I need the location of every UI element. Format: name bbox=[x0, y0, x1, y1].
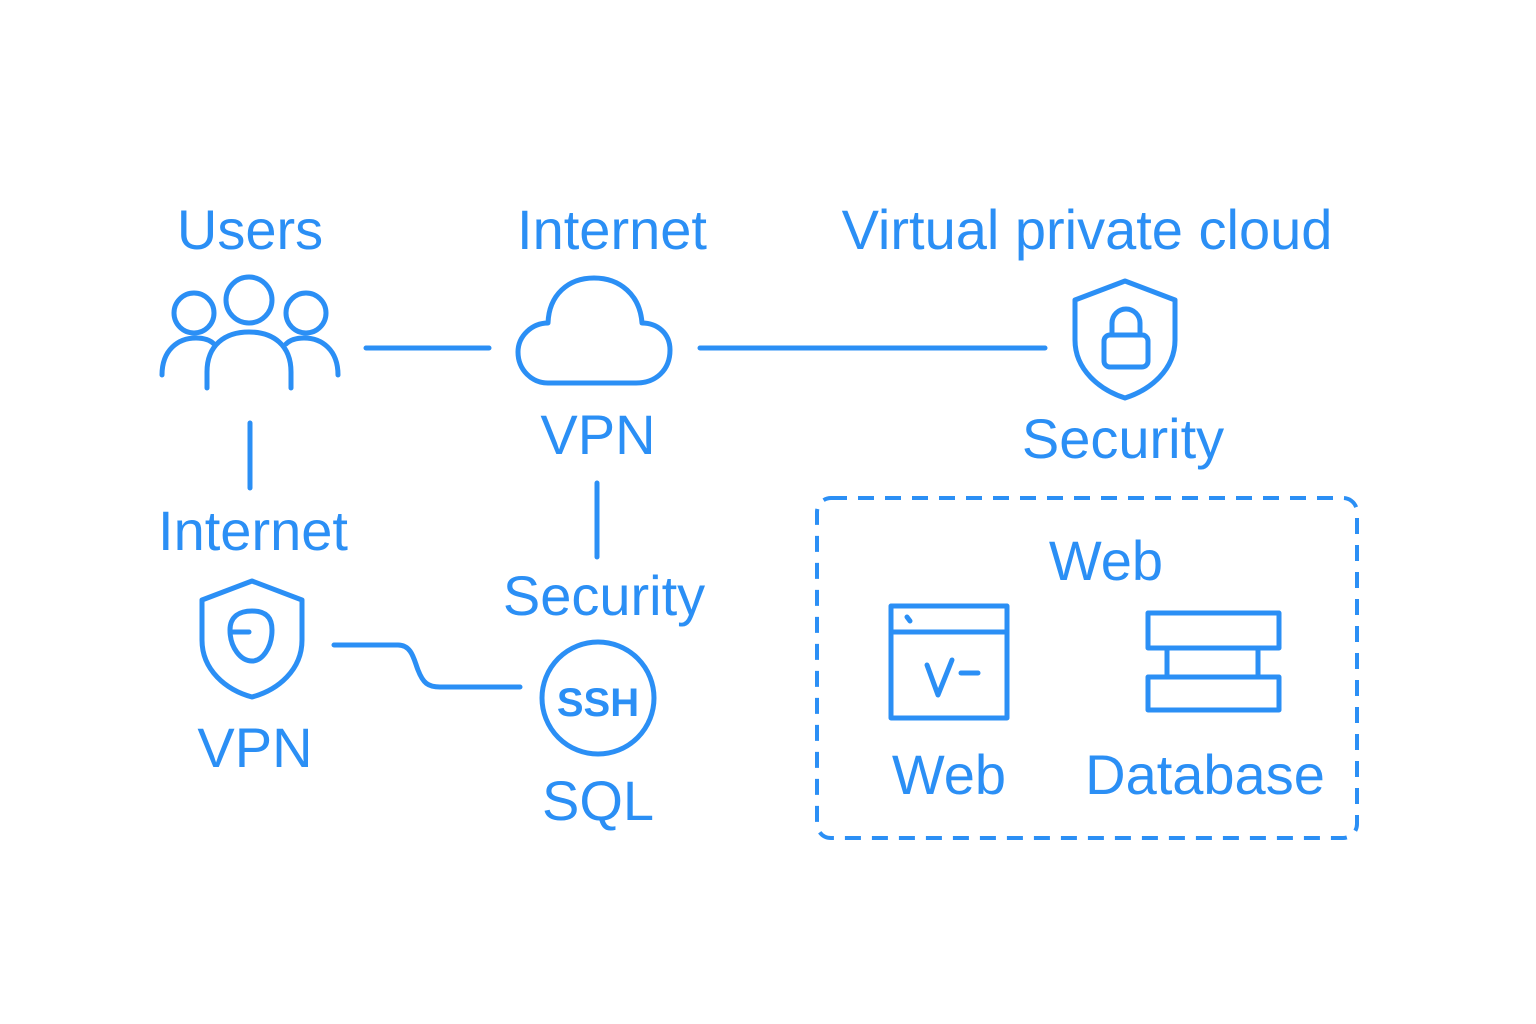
browser-icon bbox=[888, 603, 1010, 721]
sql-label: SQL bbox=[542, 769, 654, 832]
users-icon bbox=[159, 274, 341, 391]
shield-lock-icon bbox=[1072, 278, 1178, 401]
connector-vpn-ssh bbox=[331, 642, 523, 690]
web-group-boundary bbox=[815, 496, 1359, 840]
web-label: Web bbox=[892, 743, 1006, 806]
database-label: Database bbox=[1085, 743, 1325, 806]
security-mid-label: Security bbox=[503, 564, 705, 627]
internet-top-label: Internet bbox=[517, 198, 707, 261]
internet-left-label: Internet bbox=[158, 499, 348, 562]
vpn-shield-label: VPN bbox=[197, 716, 312, 779]
cloud-icon bbox=[515, 275, 673, 386]
ssh-label: SSH bbox=[557, 681, 639, 725]
security-vpc-label: Security bbox=[1022, 407, 1224, 470]
web-group-label: Web bbox=[1049, 529, 1163, 592]
ssh-circle-icon bbox=[539, 639, 657, 757]
vpn-cloud-label: VPN bbox=[540, 403, 655, 466]
users-label: Users bbox=[177, 198, 323, 261]
database-icon bbox=[1145, 610, 1282, 713]
shield-icon bbox=[199, 578, 305, 700]
vpc-label: Virtual private cloud bbox=[842, 198, 1333, 261]
